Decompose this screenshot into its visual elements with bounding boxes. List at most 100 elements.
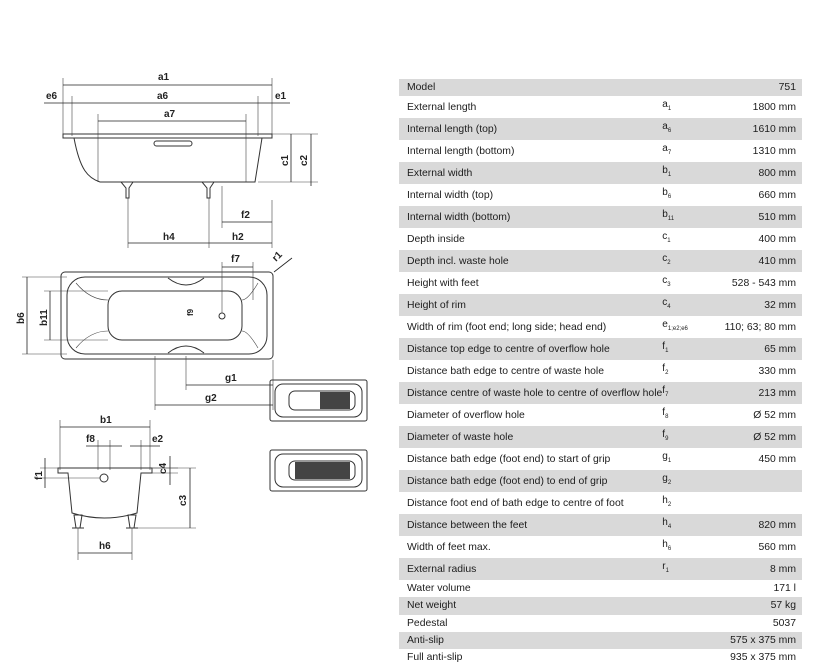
spec-symbol: b1 bbox=[662, 162, 693, 185]
spec-label: External radius bbox=[399, 558, 663, 581]
spec-symbol-letter: c bbox=[662, 275, 668, 287]
dim-label-c1: c1 bbox=[280, 154, 291, 166]
spec-symbol: c1 bbox=[662, 228, 693, 251]
spec-symbol-letter: f bbox=[662, 407, 666, 419]
spec-symbol-subscript: 2 bbox=[667, 260, 671, 267]
spec-row: Distance bath edge to centre of waste ho… bbox=[399, 360, 802, 383]
spec-value: 560 mm bbox=[692, 536, 802, 559]
dim-label-h6: h6 bbox=[99, 541, 111, 552]
spec-symbol: a7 bbox=[662, 140, 693, 163]
spec-value: 450 mm bbox=[692, 448, 802, 471]
side-view: a1 e6 a6 e1 a7 c1 c2 f2 h4 bbox=[44, 72, 318, 248]
dim-label-b1: b1 bbox=[100, 415, 112, 426]
spec-symbol-letter: r bbox=[662, 561, 666, 573]
spec-symbol-subscript: 1 bbox=[667, 106, 672, 113]
spec-symbol-letter: a bbox=[662, 99, 668, 111]
spec-symbol-subscript: 6 bbox=[667, 128, 672, 135]
dim-label-f2: f2 bbox=[241, 210, 250, 221]
spec-symbol-letter: g bbox=[662, 473, 668, 485]
dim-label-r1: r1 bbox=[270, 249, 285, 264]
spec-symbol: c4 bbox=[662, 294, 693, 317]
spec-symbol-subscript: 4 bbox=[667, 304, 671, 311]
spec-value: 800 mm bbox=[692, 162, 802, 185]
spec-symbol-letter: b bbox=[662, 209, 668, 221]
dim-label-c2: c2 bbox=[299, 154, 310, 166]
dim-label-f8: f8 bbox=[86, 434, 95, 445]
dim-label-b6: b6 bbox=[16, 312, 27, 324]
spec-value: 510 mm bbox=[692, 206, 802, 229]
spec-value: 528 - 543 mm bbox=[692, 272, 802, 295]
spec-symbol: h6 bbox=[662, 536, 693, 559]
spec-symbol-subscript: 1 bbox=[667, 172, 672, 179]
spec-value: 820 mm bbox=[692, 514, 802, 537]
spec-label: Height with feet bbox=[399, 272, 663, 295]
spec-label: Internal length (bottom) bbox=[399, 140, 663, 163]
spec-value: 65 mm bbox=[692, 338, 802, 361]
spec-symbol: a6 bbox=[662, 118, 693, 141]
spec-label: External width bbox=[399, 162, 663, 185]
spec-value bbox=[692, 470, 802, 493]
spec-symbol: f2 bbox=[662, 360, 693, 383]
spec-value bbox=[692, 492, 802, 515]
spec-symbol-subscript: 7 bbox=[665, 392, 669, 399]
spec-symbol bbox=[662, 614, 693, 632]
spec-label: Net weight bbox=[399, 597, 663, 615]
spec-symbol-letter: h bbox=[662, 539, 668, 551]
spec-label: Distance foot end of bath edge to centre… bbox=[399, 492, 663, 515]
dim-label-a6: a6 bbox=[157, 91, 169, 102]
spec-symbol-subscript: 2 bbox=[665, 370, 669, 377]
spec-value: 751 bbox=[692, 79, 802, 97]
full-anti-slip-thumbnail bbox=[269, 449, 368, 492]
spec-value: 1800 mm bbox=[692, 96, 802, 119]
spec-row: Distance top edge to centre of overflow … bbox=[399, 338, 802, 361]
spec-row: Width of rim (foot end; long side; head … bbox=[399, 316, 802, 339]
spec-symbol-letter: e bbox=[662, 319, 668, 331]
spec-symbol-letter: a bbox=[662, 143, 668, 155]
spec-value: 410 mm bbox=[692, 250, 802, 273]
spec-symbol-letter: f bbox=[662, 385, 666, 397]
spec-row: Distance bath edge (foot end) to end of … bbox=[399, 470, 802, 493]
anti-slip-thumbnail bbox=[269, 379, 368, 422]
dim-label-b11: b11 bbox=[39, 309, 50, 326]
spec-symbol-subscript: 11 bbox=[667, 216, 675, 223]
spec-symbol: c2 bbox=[662, 250, 693, 273]
dim-label-h2: h2 bbox=[232, 232, 244, 243]
spec-value: Ø 52 mm bbox=[692, 404, 802, 427]
dim-label-g2: g2 bbox=[205, 393, 217, 404]
spec-label: Width of rim (foot end; long side; head … bbox=[399, 316, 663, 339]
spec-value: 57 kg bbox=[692, 597, 802, 615]
spec-symbol-subscript: 9 bbox=[665, 436, 669, 443]
spec-label: Anti-slip bbox=[399, 631, 663, 649]
spec-label: Diameter of overflow hole bbox=[399, 404, 663, 427]
spec-symbol-subscript: 7 bbox=[667, 150, 672, 157]
spec-label: Diameter of waste hole bbox=[399, 426, 663, 449]
spec-value: 110; 63; 80 mm bbox=[692, 316, 802, 339]
spec-symbol: r1 bbox=[662, 558, 693, 581]
spec-symbol: f9 bbox=[662, 426, 693, 449]
spec-label: Height of rim bbox=[399, 294, 663, 317]
spec-value: 400 mm bbox=[692, 228, 802, 251]
spec-label: Full anti-slip bbox=[399, 648, 663, 666]
dim-label-e1: e1 bbox=[275, 91, 287, 102]
spec-symbol: f1 bbox=[662, 338, 693, 361]
spec-label: Distance bath edge (foot end) to end of … bbox=[399, 470, 663, 493]
spec-label: Internal width (top) bbox=[399, 184, 663, 207]
dim-label-e6: e6 bbox=[46, 91, 58, 102]
spec-value: 660 mm bbox=[692, 184, 802, 207]
spec-symbol-letter: b bbox=[662, 165, 668, 177]
spec-value: 1610 mm bbox=[692, 118, 802, 141]
spec-symbol: g2 bbox=[662, 470, 693, 493]
